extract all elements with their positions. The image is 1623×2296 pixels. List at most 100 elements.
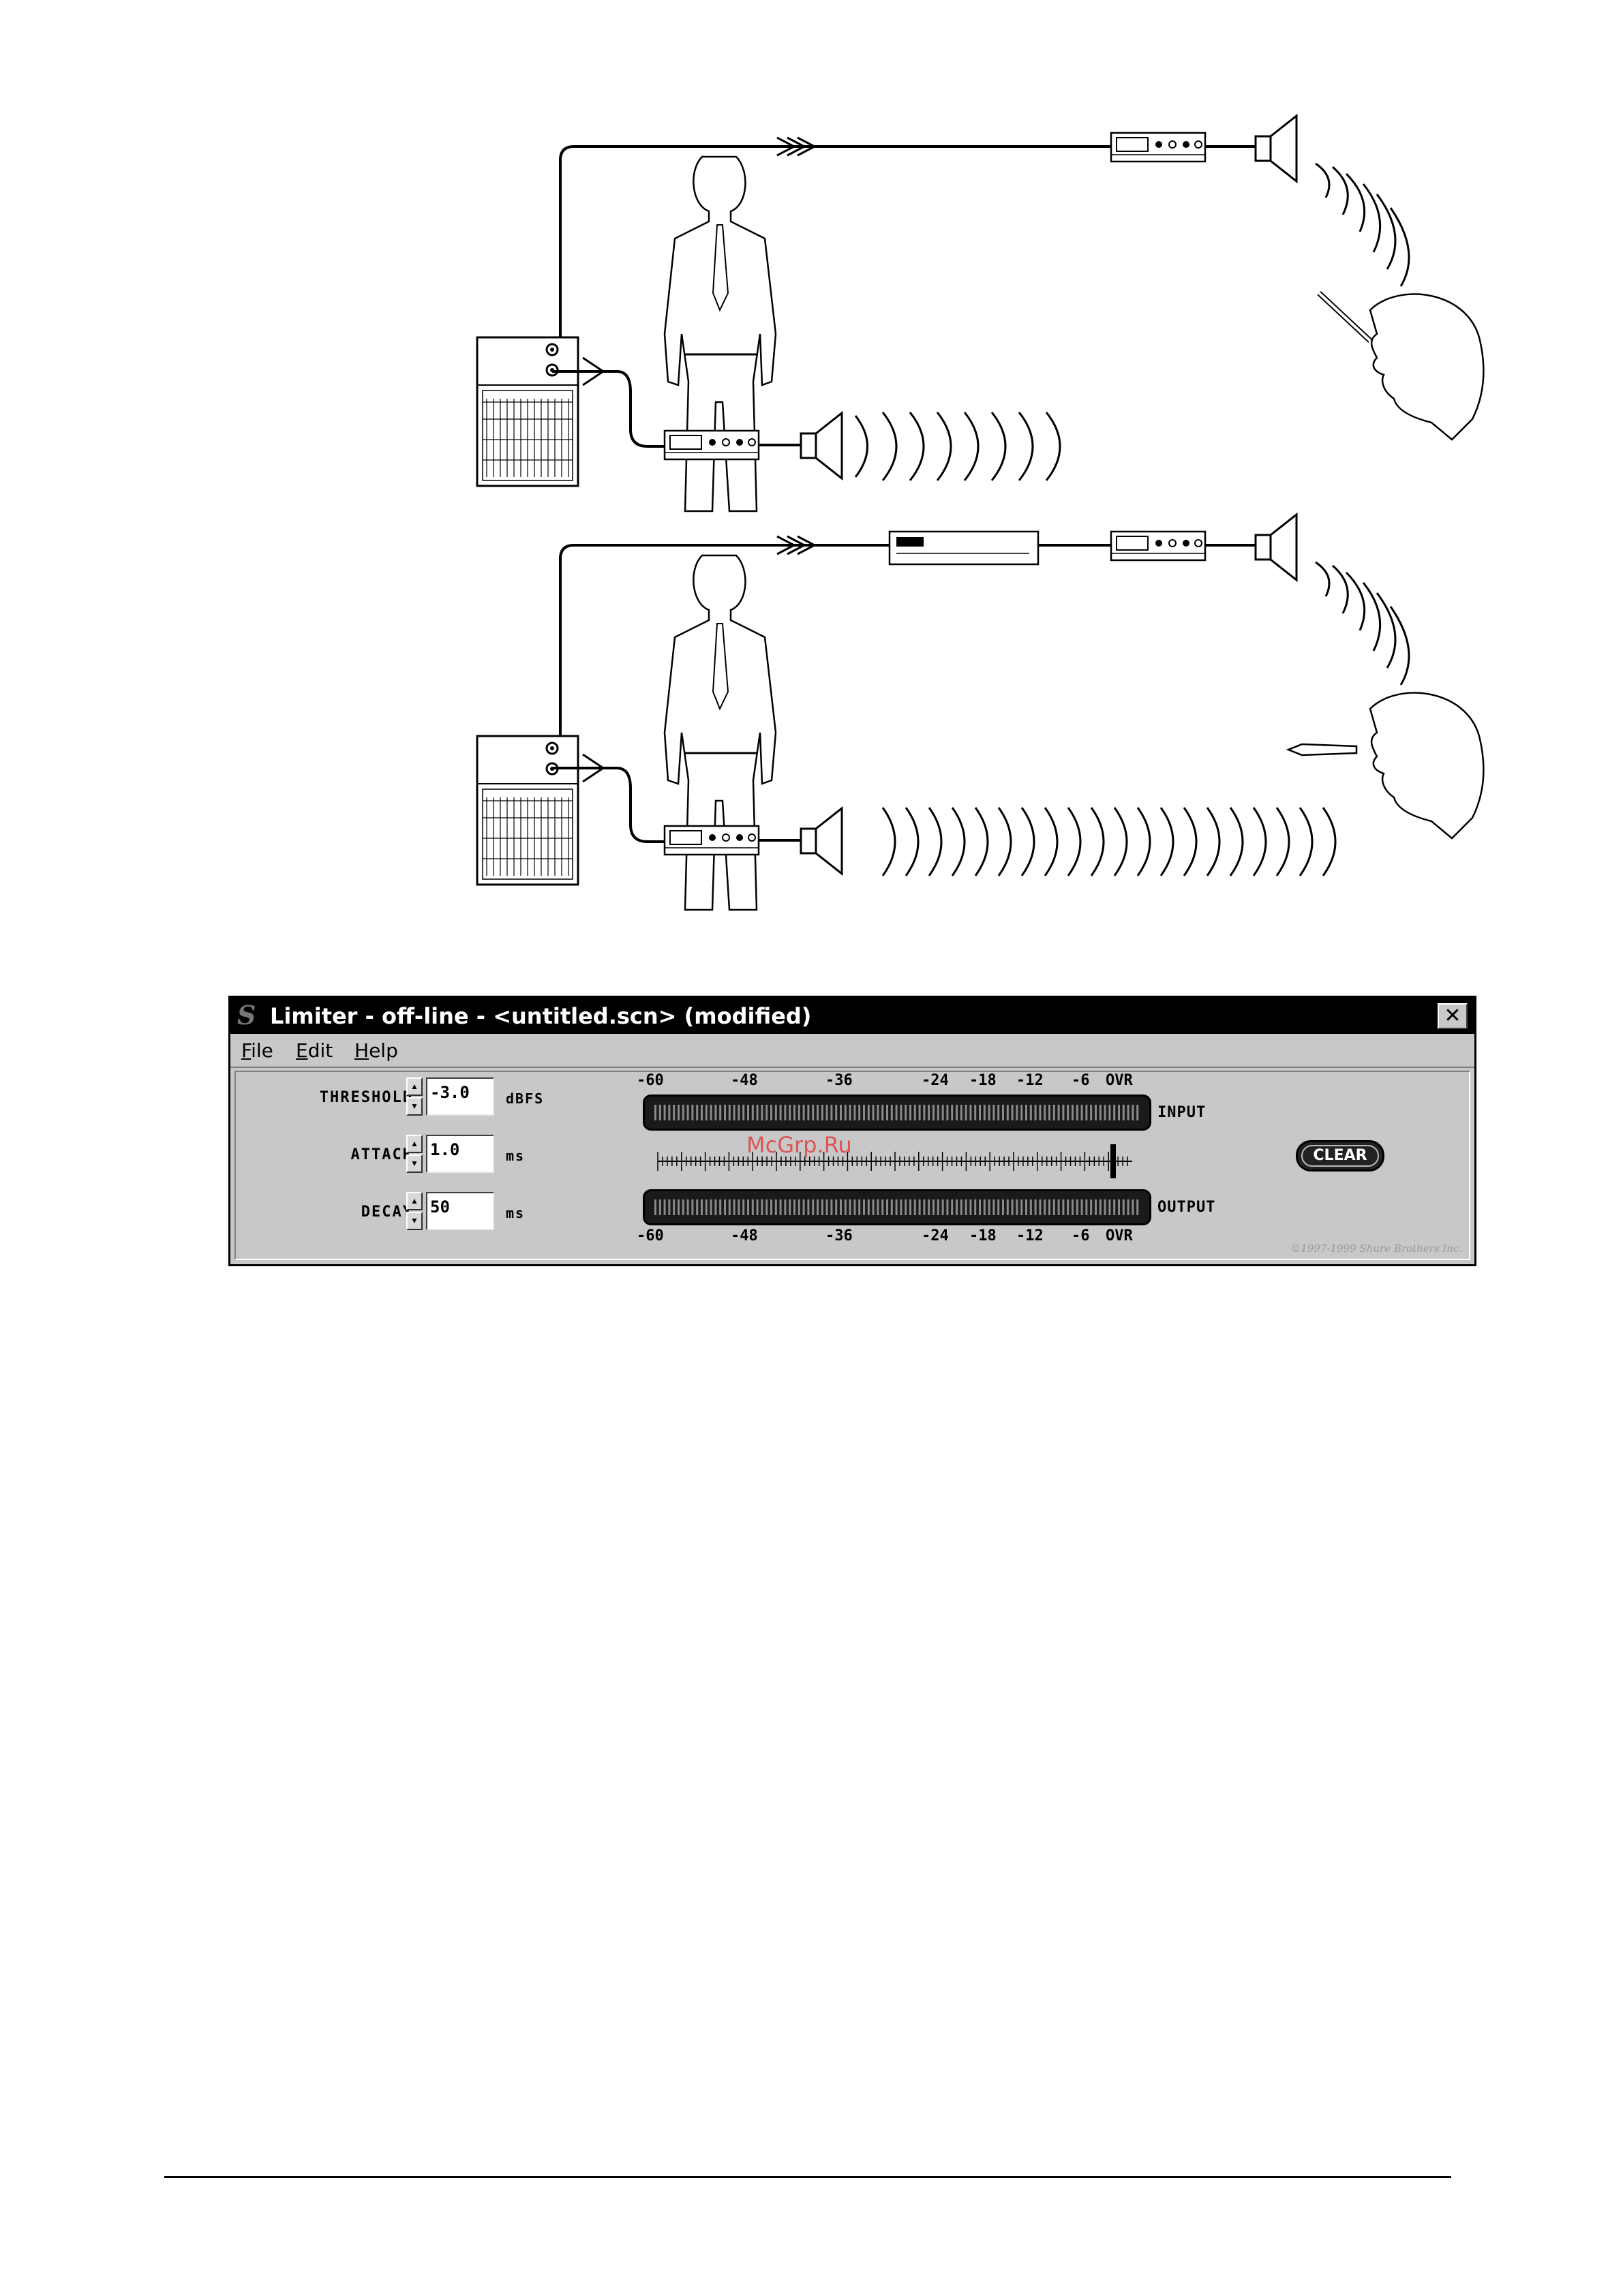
- meter-segment: [1062, 1105, 1064, 1120]
- meter-segment: [1016, 1199, 1018, 1215]
- meter-segment: [886, 1199, 888, 1215]
- meter-segment: [909, 1105, 911, 1120]
- decay-up-button[interactable]: ▲: [406, 1192, 423, 1210]
- meter-segment: [747, 1199, 749, 1215]
- meter-segment: [1048, 1199, 1050, 1215]
- sound-wave: [1068, 808, 1080, 876]
- meter-segment: [691, 1199, 693, 1215]
- sound-wave: [883, 808, 895, 876]
- meter-segment: [858, 1199, 860, 1215]
- menu-edit[interactable]: Edit: [296, 1039, 333, 1062]
- meter-segment: [905, 1199, 907, 1215]
- meter-segment: [1118, 1105, 1120, 1120]
- slider-thumb[interactable]: [1110, 1144, 1116, 1178]
- meter-segment: [849, 1105, 851, 1120]
- window-title: Limiter - off-line - <untitled.scn> (mod…: [270, 1003, 811, 1029]
- meter-segment: [932, 1105, 935, 1120]
- close-button[interactable]: ✕: [1438, 1003, 1468, 1029]
- meter-segment: [696, 1105, 698, 1120]
- meter-segment: [729, 1105, 731, 1120]
- meter-segment: [835, 1105, 837, 1120]
- meter-segment: [1072, 1199, 1074, 1215]
- meter-segment: [974, 1105, 976, 1120]
- meter-segment: [1016, 1105, 1018, 1120]
- meter-segment: [863, 1199, 865, 1215]
- meter-segment: [1067, 1105, 1069, 1120]
- meter-segment: [780, 1105, 782, 1120]
- meter-segment: [1035, 1199, 1037, 1215]
- menu-bar: File Edit Help: [230, 1034, 1474, 1068]
- menu-help[interactable]: Help: [354, 1039, 398, 1062]
- sound-wave: [1022, 808, 1034, 876]
- sound-wave: [1138, 808, 1150, 876]
- threshold-input[interactable]: -3.0: [426, 1077, 494, 1116]
- sound-wave: [1091, 808, 1104, 876]
- meter-segment: [1035, 1105, 1037, 1120]
- meter-segment: [877, 1199, 879, 1215]
- meter-segment: [687, 1199, 689, 1215]
- meter-segment: [807, 1199, 809, 1215]
- decay-input[interactable]: 50: [426, 1192, 494, 1230]
- meter-segment: [752, 1105, 754, 1120]
- scale-bottom-60: -60: [637, 1227, 664, 1244]
- meter-segment: [1136, 1105, 1138, 1120]
- watermark: McGrp.Ru: [746, 1132, 852, 1158]
- meter-segment: [664, 1105, 666, 1120]
- threshold-spinner[interactable]: ▲ ▼: [406, 1077, 423, 1116]
- threshold-unit: dBFS: [506, 1090, 544, 1107]
- input-label: INPUT: [1157, 1104, 1206, 1121]
- meter-segment: [1132, 1105, 1134, 1120]
- sound-wave: [1300, 808, 1312, 876]
- meter-segment: [701, 1105, 703, 1120]
- meter-segment: [835, 1199, 837, 1215]
- meter-segment: [668, 1105, 670, 1120]
- attack-input[interactable]: 1.0: [426, 1135, 494, 1173]
- meter-segment: [1090, 1105, 1092, 1120]
- meter-segment: [752, 1199, 754, 1215]
- meter-segment: [858, 1105, 860, 1120]
- meter-segment: [1072, 1105, 1074, 1120]
- meter-segment: [946, 1199, 948, 1215]
- threshold-up-button[interactable]: ▲: [406, 1077, 423, 1096]
- limiter-panel: THRESHOLD ▲ ▼ -3.0 dBFS ATTACK ▲ ▼ 1.0 m…: [234, 1071, 1470, 1260]
- menu-file[interactable]: File: [241, 1039, 273, 1062]
- threshold-slider[interactable]: [655, 1140, 1139, 1182]
- meter-segment: [988, 1199, 990, 1215]
- sound-wave: [952, 808, 965, 876]
- meter-segment: [719, 1105, 721, 1120]
- title-bar[interactable]: S Limiter - off-line - <untitled.scn> (m…: [230, 998, 1474, 1034]
- attack-unit: ms: [506, 1148, 525, 1164]
- clear-button[interactable]: CLEAR: [1296, 1140, 1384, 1172]
- footer-rule: [164, 2176, 1451, 2178]
- decay-spinner[interactable]: ▲ ▼: [406, 1192, 423, 1230]
- threshold-down-button[interactable]: ▼: [406, 1097, 423, 1116]
- meter-segment: [793, 1199, 795, 1215]
- meter-segment: [765, 1199, 768, 1215]
- meter-segment: [678, 1199, 680, 1215]
- meter-segment: [1030, 1199, 1032, 1215]
- meter-segment: [733, 1199, 735, 1215]
- attack-spinner[interactable]: ▲ ▼: [406, 1135, 423, 1173]
- meter-segment: [840, 1199, 842, 1215]
- meter-segment: [928, 1199, 930, 1215]
- meter-segment: [1090, 1199, 1092, 1215]
- meter-segment: [747, 1105, 749, 1120]
- scale-top-24: -24: [922, 1072, 949, 1089]
- meter-segment: [992, 1199, 995, 1215]
- meter-segment: [946, 1105, 948, 1120]
- attack-up-button[interactable]: ▲: [406, 1135, 423, 1153]
- attack-down-button[interactable]: ▼: [406, 1154, 423, 1173]
- scale-bottom-18: -18: [969, 1227, 997, 1244]
- decay-down-button[interactable]: ▼: [406, 1212, 423, 1230]
- meter-segment: [868, 1105, 870, 1120]
- sound-wave: [906, 808, 918, 876]
- meter-segment: [826, 1199, 828, 1215]
- feedback-illustration: [0, 0, 1623, 954]
- meter-segment: [668, 1199, 670, 1215]
- meter-segment: [960, 1199, 962, 1215]
- meter-segment: [979, 1105, 981, 1120]
- meter-segment: [817, 1199, 819, 1215]
- meter-segment: [1085, 1199, 1087, 1215]
- meter-segment: [654, 1199, 656, 1215]
- meter-segment: [1127, 1105, 1129, 1120]
